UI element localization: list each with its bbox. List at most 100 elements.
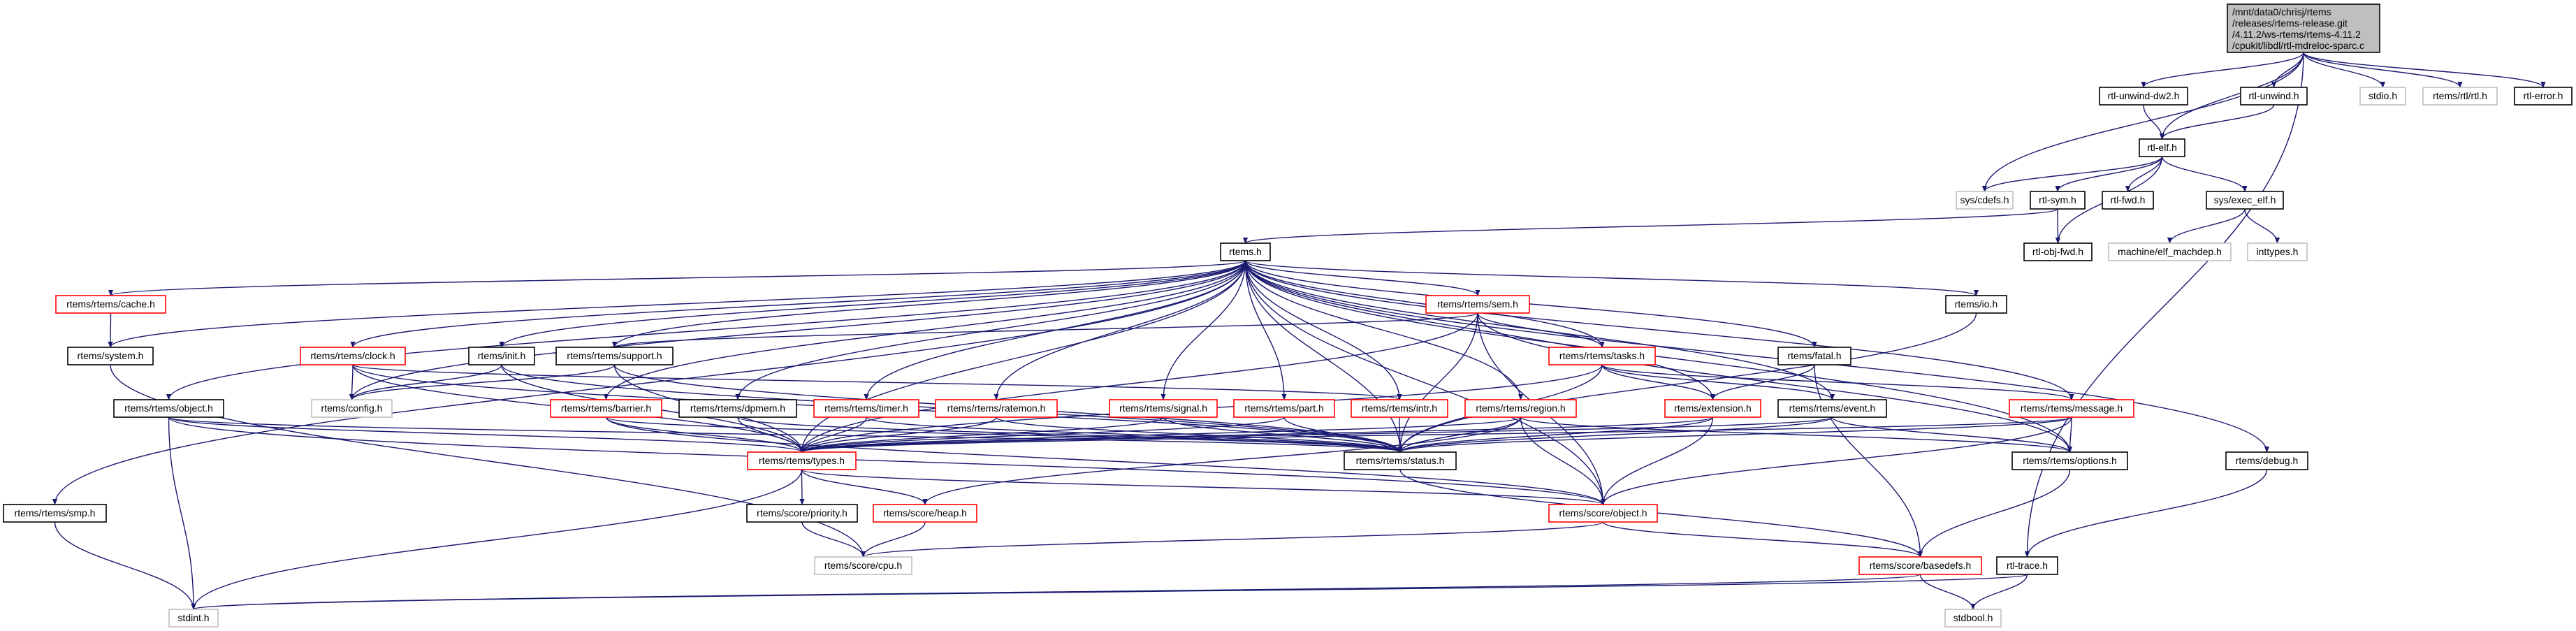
node-box[interactable] (550, 399, 662, 418)
node-box[interactable] (1945, 295, 2007, 314)
node-clock[interactable]: rtems/rtems/clock.h (300, 347, 406, 365)
node-box (1956, 191, 2014, 210)
edge-rtems-h-to-config (349, 260, 1246, 400)
node-fatal[interactable]: rtems/fatal.h (1777, 347, 1851, 365)
node-box[interactable] (2206, 191, 2284, 210)
edge-rtl-sym-to-rtems-h (1243, 208, 2058, 244)
node-label: rtems.h (1229, 246, 1262, 257)
node-intr[interactable]: rtems/rtems/intr.h (1351, 399, 1448, 418)
node-heap[interactable]: rtems/score/heap.h (873, 504, 977, 523)
node-box[interactable] (2099, 87, 2188, 106)
node-rtl-sym[interactable]: rtl-sym.h (2030, 191, 2086, 210)
edge-exec-elf-to-machdep (2167, 208, 2246, 244)
node-basedefs[interactable]: rtems/score/basedefs.h (1858, 556, 1982, 575)
node-rtems-h[interactable]: rtems.h (1220, 242, 1271, 261)
node-box[interactable] (1425, 295, 1530, 314)
node-box[interactable] (55, 295, 166, 314)
node-init[interactable]: rtems/init.h (468, 347, 535, 365)
edge-init-to-config (349, 364, 502, 400)
node-box[interactable] (1548, 347, 1656, 365)
node-debug[interactable]: rtems/debug.h (2225, 451, 2308, 470)
node-box[interactable] (555, 347, 674, 365)
node-extension[interactable]: rtems/extension.h (1664, 399, 1761, 418)
node-box[interactable] (1664, 399, 1761, 418)
node-box[interactable] (1344, 451, 1457, 470)
node-types[interactable]: rtems/rtems/types.h (747, 451, 857, 470)
node-ratemon[interactable]: rtems/rtems/ratemon.h (935, 399, 1058, 418)
node-box[interactable] (1777, 347, 1851, 365)
node-box[interactable] (2139, 138, 2185, 157)
node-tasks[interactable]: rtems/rtems/tasks.h (1548, 347, 1656, 365)
node-box[interactable] (2225, 451, 2308, 470)
node-part[interactable]: rtems/rtems/part.h (1233, 399, 1335, 418)
node-sobject[interactable]: rtems/score/object.h (1548, 504, 1658, 523)
node-rtl-fwd[interactable]: rtl-fwd.h (2102, 191, 2154, 210)
edge-fatal-to-basedefs (1814, 364, 1923, 558)
node-unwind[interactable]: rtl-unwind.h (2240, 87, 2308, 106)
node-rtl-error[interactable]: rtl-error.h (2514, 87, 2573, 106)
node-box[interactable] (1996, 556, 2058, 575)
node-signal[interactable]: rtems/rtems/signal.h (1109, 399, 1218, 418)
node-system[interactable]: rtems/system.h (67, 347, 154, 365)
node-obj-fwd[interactable]: rtl-obj-fwd.h (2023, 242, 2093, 261)
node-box[interactable] (873, 504, 977, 523)
edge-trace-to-stdint (191, 574, 2028, 610)
node-box[interactable] (468, 347, 535, 365)
node-rtl-elf[interactable]: rtl-elf.h (2139, 138, 2185, 157)
node-box[interactable] (1548, 504, 1658, 523)
node-box[interactable] (1777, 399, 1887, 418)
node-box[interactable] (1233, 399, 1335, 418)
node-smp[interactable]: rtems/rtems/smp.h (3, 504, 107, 523)
node-priority[interactable]: rtems/score/priority.h (746, 504, 858, 523)
node-timer[interactable]: rtems/rtems/timer.h (813, 399, 919, 418)
node-unwind-dw2[interactable]: rtl-unwind-dw2.h (2099, 87, 2188, 106)
node-box (2422, 87, 2498, 106)
node-label: rtl-sym.h (2039, 194, 2076, 205)
node-box[interactable] (1858, 556, 1982, 575)
node-box[interactable] (2514, 87, 2573, 106)
node-box[interactable] (2009, 399, 2134, 418)
node-label: rtl-error.h (2524, 90, 2563, 101)
node-trace[interactable]: rtl-trace.h (1996, 556, 2058, 575)
node-box[interactable] (67, 347, 154, 365)
node-options[interactable]: rtems/rtems/options.h (2011, 451, 2128, 470)
node-box[interactable] (1220, 242, 1271, 261)
edge-exec-elf-to-inttypes (2244, 208, 2280, 244)
node-box[interactable] (813, 399, 919, 418)
node-box[interactable] (2023, 242, 2093, 261)
node-box[interactable] (300, 347, 406, 365)
node-box[interactable] (3, 504, 107, 523)
node-sem[interactable]: rtems/rtems/sem.h (1425, 295, 1530, 314)
node-box[interactable] (1351, 399, 1448, 418)
node-region[interactable]: rtems/rtems/region.h (1464, 399, 1577, 418)
edge-main-to-rtl-elf (2159, 52, 2304, 140)
edge-types-to-stdint (191, 469, 803, 610)
node-box[interactable] (747, 451, 857, 470)
node-support[interactable]: rtems/rtems/support.h (555, 347, 674, 365)
node-io[interactable]: rtems/io.h (1945, 295, 2007, 314)
node-dpmem[interactable]: rtems/rtems/dpmem.h (678, 399, 797, 418)
node-box[interactable] (2011, 451, 2128, 470)
node-label: sys/exec_elf.h (2214, 194, 2276, 205)
node-box[interactable] (1109, 399, 1218, 418)
node-config: rtems/config.h (311, 399, 393, 418)
node-event[interactable]: rtems/rtems/event.h (1777, 399, 1887, 418)
node-box[interactable] (1464, 399, 1577, 418)
node-message[interactable]: rtems/rtems/message.h (2009, 399, 2134, 418)
node-box[interactable] (746, 504, 858, 523)
node-box[interactable] (2030, 191, 2086, 210)
node-box[interactable] (2102, 191, 2154, 210)
node-label: inttypes.h (2257, 246, 2299, 257)
node-cache[interactable]: rtems/rtems/cache.h (55, 295, 166, 314)
node-box[interactable] (935, 399, 1058, 418)
edge-types-to-heap (801, 469, 928, 505)
node-exec-elf[interactable]: sys/exec_elf.h (2206, 191, 2284, 210)
edge-sem-to-support (612, 312, 1478, 348)
node-box[interactable] (2240, 87, 2308, 106)
node-barrier[interactable]: rtems/rtems/barrier.h (550, 399, 662, 418)
node-box[interactable] (678, 399, 797, 418)
node-box[interactable] (113, 399, 224, 418)
node-status[interactable]: rtems/rtems/status.h (1344, 451, 1457, 470)
node-robject[interactable]: rtems/rtems/object.h (113, 399, 224, 418)
